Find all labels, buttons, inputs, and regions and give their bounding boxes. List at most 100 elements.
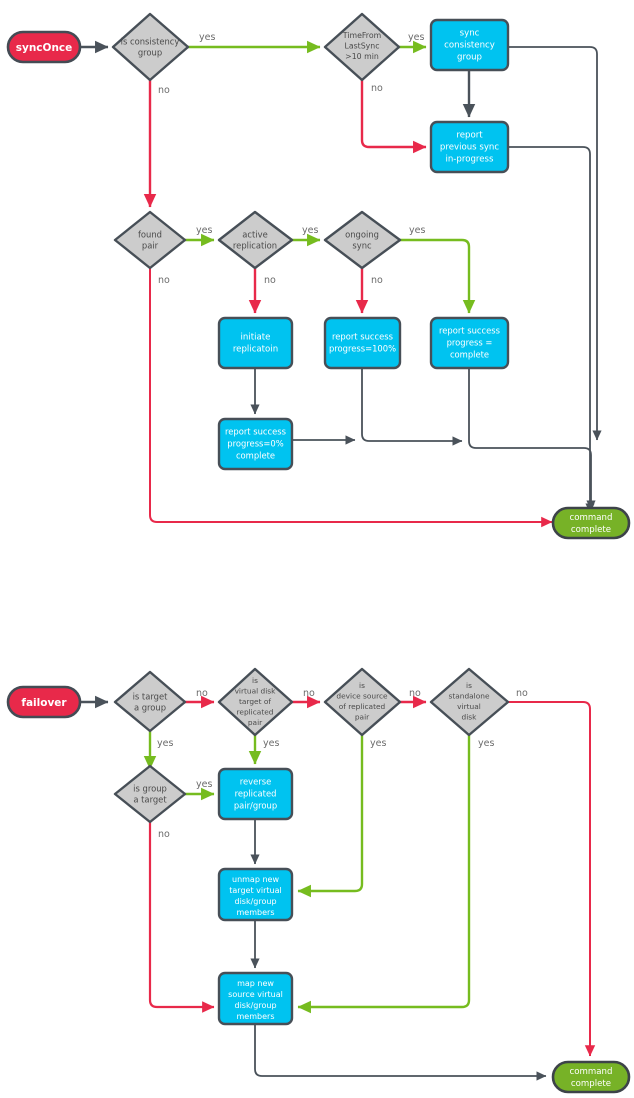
decision-line: device source xyxy=(336,692,388,701)
end-label-line: command xyxy=(570,1067,613,1077)
decision-line: LastSync xyxy=(344,42,379,51)
process-line: report xyxy=(456,131,483,141)
decision-line: TimeFrom xyxy=(342,31,381,40)
decision-line: group xyxy=(138,48,162,58)
edge-sync-consistency-group-to-end xyxy=(508,46,602,441)
edge-label-no: no xyxy=(158,85,170,96)
decision-line: standalone xyxy=(449,692,490,701)
edge-report-success-100-down xyxy=(361,368,463,446)
edge-label-no: no xyxy=(516,688,528,699)
process-line: report success xyxy=(439,326,500,336)
decision-line: is group xyxy=(133,784,167,794)
node-process-sync-consistency-group[interactable]: sync consistency group xyxy=(429,18,510,72)
node-process-unmap-new-target[interactable]: unmap new target virtual disk/group memb… xyxy=(217,867,294,922)
edge-map-to-command-complete xyxy=(254,1023,547,1081)
node-decision-is-target-a-group[interactable]: is target a group xyxy=(113,670,187,733)
edge-label-yes: yes xyxy=(409,225,425,236)
decision-line: virtual xyxy=(457,702,481,711)
node-decision-found-pair[interactable]: found pair xyxy=(113,210,187,270)
edge-label-no: no xyxy=(158,829,170,840)
decision-line: a group xyxy=(134,703,166,713)
process-line: source virtual xyxy=(228,990,283,999)
edge-label-no: no xyxy=(371,83,383,94)
process-line: progress=100% xyxy=(329,344,396,354)
node-start-failover[interactable]: failover xyxy=(6,685,82,719)
process-line: initiate xyxy=(241,333,271,343)
decision-line: virtual disk xyxy=(235,687,277,696)
process-line: in-progress xyxy=(445,155,494,165)
process-line: report success xyxy=(332,332,393,342)
decision-line: pair xyxy=(142,241,159,251)
process-line: replicatoin xyxy=(233,345,278,355)
node-end-command-complete[interactable]: command complete xyxy=(551,506,631,540)
process-line: target virtual xyxy=(229,886,281,895)
decision-line: is xyxy=(252,676,258,685)
edge-is-standalone-virtual-disk-no xyxy=(508,701,596,1057)
decision-line: active xyxy=(242,230,267,240)
process-line: disk/group xyxy=(234,1001,276,1010)
decision-line: is target xyxy=(133,692,169,702)
node-process-report-success-0[interactable]: report success progress=0% complete xyxy=(217,417,294,471)
edge-label-yes: yes xyxy=(199,32,215,43)
edge-label-yes: yes xyxy=(408,32,424,43)
start-label: failover xyxy=(21,697,67,709)
node-decision-is-device-source[interactable]: is device source of replicated pair xyxy=(323,667,402,737)
node-decision-timefrom-lastsync[interactable]: TimeFrom LastSync >10 min xyxy=(323,12,401,82)
node-end-command-complete-failover[interactable]: command complete xyxy=(551,1060,631,1094)
process-line: sync xyxy=(460,29,480,39)
edge-label-yes: yes xyxy=(302,225,318,236)
node-decision-is-group-a-target[interactable]: is group a target xyxy=(113,764,187,824)
process-line: progress = xyxy=(447,338,493,348)
decision-line: >10 min xyxy=(345,52,379,61)
decision-line: of replicated xyxy=(339,702,386,711)
process-line: members xyxy=(237,908,275,917)
decision-line: sync xyxy=(352,241,372,251)
decision-line: disk xyxy=(462,713,478,722)
decision-line: a target xyxy=(133,795,167,805)
edge-label-no: no xyxy=(303,688,315,699)
decision-line: pair xyxy=(248,718,263,727)
edge-label-no: no xyxy=(409,688,421,699)
node-process-report-success-100[interactable]: report success progress=100% xyxy=(323,316,402,370)
node-process-initiate-replication[interactable]: initiate replicatoin xyxy=(217,316,294,370)
edge-label-yes: yes xyxy=(196,779,212,790)
process-line: complete xyxy=(450,350,489,360)
node-decision-is-standalone-virtual-disk[interactable]: is standalone virtual disk xyxy=(429,667,510,737)
node-decision-active-replication[interactable]: active replication xyxy=(217,210,294,270)
node-decision-ongoing-sync[interactable]: ongoing sync xyxy=(323,210,402,270)
node-process-map-new-source[interactable]: map new source virtual disk/group member… xyxy=(217,971,294,1026)
end-label-line: command xyxy=(570,513,613,523)
node-process-report-previous-sync[interactable]: report previous sync in-progress xyxy=(429,120,510,174)
node-start-syncOnce[interactable]: syncOnce xyxy=(6,30,82,64)
diagram-failover: no yes no yes no yes no yes yes no failo… xyxy=(6,667,631,1094)
node-process-reverse-replicated-pair-group[interactable]: reverse replicated pair/group xyxy=(217,767,294,821)
node-decision-is-virtual-disk-target[interactable]: is virtual disk target of replicated pai… xyxy=(217,667,294,737)
process-line: disk/group xyxy=(234,897,276,906)
decision-line: is xyxy=(466,681,472,690)
decision-line: is xyxy=(359,681,365,690)
edge-label-no: no xyxy=(264,275,276,286)
decision-line: replicated xyxy=(237,708,274,717)
node-process-report-success-complete[interactable]: report success progress = complete xyxy=(429,316,510,370)
edge-report-previous-sync-to-end xyxy=(508,146,595,514)
edge-label-yes: yes xyxy=(478,738,494,749)
process-line: reverse xyxy=(240,777,271,787)
node-decision-is-consistency-group[interactable]: is consistency group xyxy=(111,12,190,82)
process-line: unmap new xyxy=(232,875,279,884)
process-line: previous sync xyxy=(440,143,499,153)
process-line: group xyxy=(457,53,482,63)
end-label-line2: complete xyxy=(571,525,611,535)
decision-line: pair xyxy=(355,713,370,722)
edge-label-no: no xyxy=(371,275,383,286)
edge-timefrom-lastsync-no xyxy=(360,79,427,154)
decision-line: is consistency xyxy=(121,37,180,47)
end-label-line2: complete xyxy=(571,1079,611,1089)
process-line: replicated xyxy=(235,789,277,799)
edge-labels-syncOnce: yes no yes no yes no yes no yes no xyxy=(158,32,425,286)
decision-line: replication xyxy=(233,241,277,251)
process-line: progress=0% xyxy=(227,439,283,449)
process-line: pair/group xyxy=(234,801,277,811)
diagram-syncOnce: yes no yes no yes no yes no yes no syncO… xyxy=(6,12,631,540)
